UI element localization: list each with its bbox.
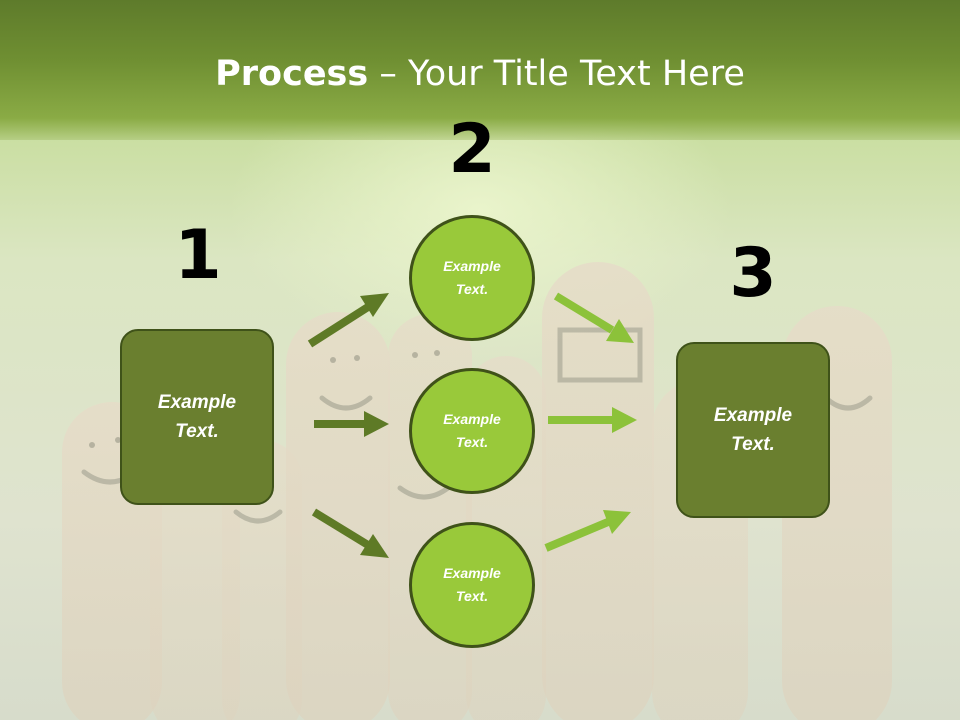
step-number-2: 2 — [448, 110, 496, 189]
arrow-middle-to-3 — [548, 407, 637, 433]
step-3-box: Example Text. — [676, 342, 830, 518]
arrow-1-to-bottom — [311, 508, 389, 558]
arrow-1-to-middle — [314, 411, 389, 437]
slide-title: Process – Your Title Text Here — [0, 52, 960, 96]
circle-middle-text: Example Text. — [443, 411, 501, 450]
arrow-bottom-to-3 — [544, 510, 631, 552]
arrow-top-to-3 — [553, 292, 634, 343]
step-2-circle-bottom: Example Text. — [409, 522, 535, 648]
title-rest: – Your Title Text Here — [368, 54, 745, 94]
step-1-text: Example Text. — [157, 392, 237, 442]
title-bold: Process — [215, 54, 369, 94]
step-number-3: 3 — [729, 234, 777, 313]
step-1-box: Example Text. — [120, 329, 274, 505]
circle-top-text: Example Text. — [443, 258, 501, 297]
step-number-1: 1 — [174, 216, 222, 295]
arrow-1-to-top — [307, 293, 389, 348]
step-2-circle-middle: Example Text. — [409, 368, 535, 494]
title-banner — [0, 0, 960, 140]
step-2-circle-top: Example Text. — [409, 215, 535, 341]
step-3-text: Example Text. — [713, 405, 793, 455]
circle-bottom-text: Example Text. — [443, 565, 501, 604]
